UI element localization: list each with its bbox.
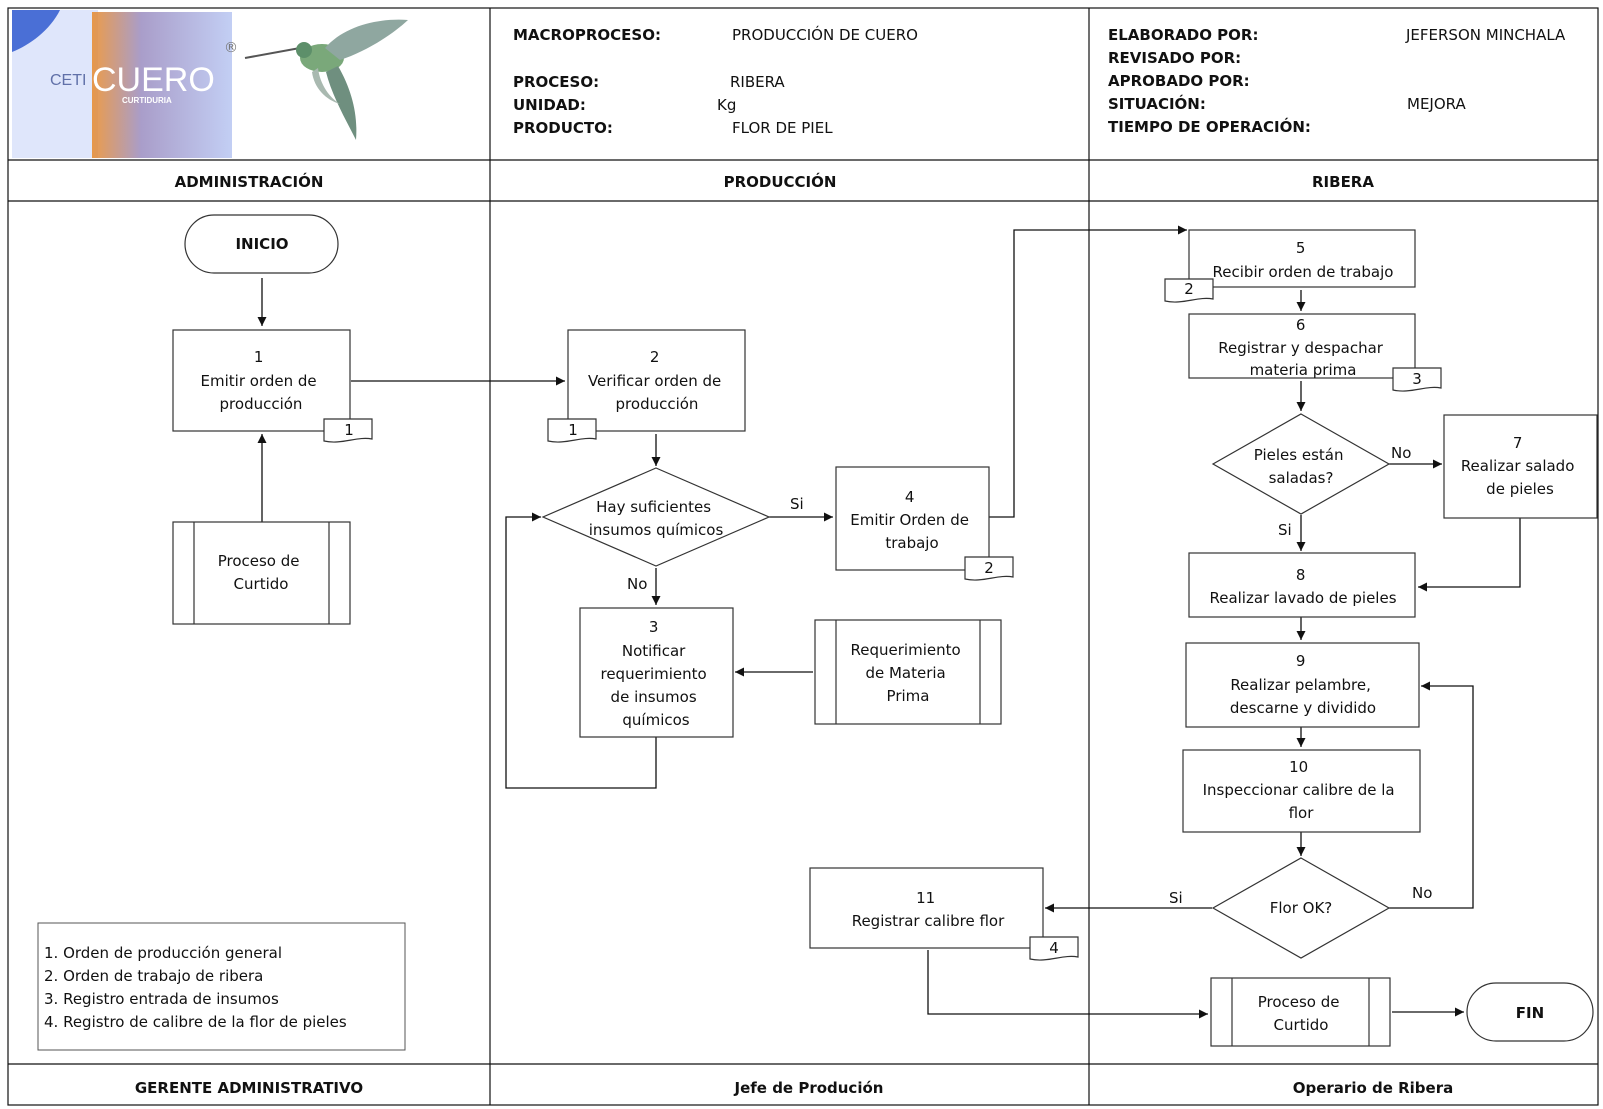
situacion-label: SITUACIÓN:	[1108, 94, 1206, 113]
start-terminator: INICIO	[184, 214, 339, 274]
d1-no-label: No	[627, 575, 647, 593]
document-icon: 1	[323, 418, 373, 443]
end-terminator: FIN	[1466, 982, 1594, 1042]
macroproceso-value: PRODUCCIÓN DE CUERO	[732, 25, 918, 44]
macroproceso-label: MACROPROCESO:	[513, 26, 661, 44]
legend-item-2: 2. Orden de trabajo de ribera	[44, 967, 263, 985]
header-info-right: ELABORADO POR: JEFERSON MINCHALA REVISAD…	[1108, 26, 1566, 136]
curtido-2-text: Proceso de Curtido	[1258, 993, 1345, 1034]
document-icon: 4	[1029, 936, 1079, 961]
d3-no-label: No	[1412, 884, 1432, 902]
d3-yes-label: Si	[1169, 889, 1183, 907]
revisado-label: REVISADO POR:	[1108, 49, 1241, 67]
step-6-text: 6 Registrar y despachar materia prima	[1218, 316, 1387, 379]
curtido-1-text: Proceso de Curtido	[218, 552, 305, 593]
svg-text:2: 2	[984, 559, 994, 577]
step-4-emitir-orden-trabajo: 4 Emitir Orden de trabajo 2	[835, 466, 1014, 581]
situacion-value: MEJORA	[1407, 95, 1466, 113]
role-admin: GERENTE ADMINISTRATIVO	[135, 1079, 363, 1097]
step-9-pelambre-descarne: 9 Realizar pelambre, descarne y dividido	[1185, 642, 1420, 728]
step-10-text: 10 Inspeccionar calibre de la flor	[1203, 758, 1400, 822]
logo-prefix: CETI	[50, 72, 86, 89]
tiempo-label: TIEMPO DE OPERACIÓN:	[1108, 117, 1311, 136]
step-1-emitir-orden-produccion: 1 Emitir orden de producción 1	[172, 329, 373, 443]
step-8-text: 8 Realizar lavado de pieles	[1209, 566, 1396, 607]
hummingbird-icon	[244, 19, 408, 140]
unidad-label: UNIDAD:	[513, 96, 586, 114]
legend-item-3: 3. Registro entrada de insumos	[44, 990, 279, 1008]
step-9-text: 9 Realizar pelambre, descarne y dividido	[1230, 652, 1376, 717]
predefined-process-curtido-2: Proceso de Curtido	[1210, 977, 1391, 1047]
decision-flor-ok: Flor OK?	[1211, 857, 1391, 959]
svg-text:1: 1	[568, 421, 578, 439]
decision-2-text: Pieles están saladas?	[1254, 446, 1349, 487]
table-frame	[7, 7, 1599, 1106]
svg-text:4: 4	[1049, 939, 1059, 957]
decision-pieles-saladas: Pieles están saladas?	[1211, 413, 1391, 515]
d2-no-label: No	[1391, 444, 1411, 462]
step-5-recibir-orden: 5 Recibir orden de trabajo 2	[1164, 229, 1416, 303]
svg-text:3: 3	[1412, 370, 1422, 388]
producto-label: PRODUCTO:	[513, 119, 613, 137]
step-3-text: 3 Notificar requerimiento de insumos quí…	[600, 618, 711, 729]
d2-yes-label: Si	[1278, 521, 1292, 539]
req-mp-text: Requerimiento de Materia Prima	[851, 641, 966, 705]
step-7-text: 7 Realizar salado de pieles	[1461, 434, 1579, 498]
role-produccion: Jefe de Produción	[734, 1079, 884, 1097]
start-label: INICIO	[235, 235, 288, 253]
step-11-text: 11 Registrar calibre flor	[852, 889, 1005, 930]
header-info-middle: MACROPROCESO: PRODUCCIÓN DE CUERO PROCES…	[513, 25, 918, 137]
registered-mark: ®	[224, 40, 238, 56]
document-legend: 1. Orden de producción general 2. Orden …	[37, 922, 406, 1051]
document-icon: 1	[547, 418, 597, 443]
step-4-text: 4 Emitir Orden de trabajo	[850, 488, 974, 552]
step-10-inspeccionar-calibre: 10 Inspeccionar calibre de la flor	[1182, 749, 1421, 833]
predefined-process-curtido-1: Proceso de Curtido	[172, 521, 351, 625]
document-icon: 2	[1164, 278, 1214, 303]
decision-1-text: Hay suficientes insumos químicos	[589, 498, 724, 539]
step-7-realizar-salado: 7 Realizar salado de pieles	[1443, 414, 1598, 519]
ceticuero-logo: CETI CUERO CURTIDURIA ®	[12, 10, 408, 158]
end-label: FIN	[1516, 1004, 1544, 1022]
legend-item-4: 4. Registro de calibre de la flor de pie…	[44, 1013, 347, 1031]
step-8-realizar-lavado: 8 Realizar lavado de pieles	[1188, 552, 1416, 618]
proceso-label: PROCESO:	[513, 73, 599, 91]
step-6-registrar-despachar: 6 Registrar y despachar materia prima 3	[1188, 313, 1442, 392]
step-1-text: 1 Emitir orden de producción	[201, 348, 322, 413]
connectors	[257, 225, 1521, 1019]
step-3-notificar-requerimiento: 3 Notificar requerimiento de insumos quí…	[579, 607, 734, 738]
legend-item-1: 1. Orden de producción general	[44, 944, 282, 962]
producto-value: FLOR DE PIEL	[732, 119, 833, 137]
logo-sub: CURTIDURIA	[122, 96, 172, 105]
document-icon: 2	[964, 556, 1014, 581]
logo-name: CUERO	[92, 61, 215, 99]
step-11-registrar-calibre: 11 Registrar calibre flor 4	[809, 867, 1079, 961]
step-2-verificar-orden: 2 Verificar orden de producción 1	[547, 329, 746, 443]
decision-3-text: Flor OK?	[1270, 899, 1333, 917]
lane-header-ribera: RIBERA	[1312, 173, 1374, 191]
role-ribera: Operario de Ribera	[1293, 1079, 1454, 1097]
decision-insumos-quimicos: Hay suficientes insumos químicos	[541, 467, 771, 567]
step-5-text: 5 Recibir orden de trabajo	[1213, 239, 1394, 281]
proceso-value: RIBERA	[730, 73, 785, 91]
elaborado-value: JEFERSON MINCHALA	[1405, 26, 1566, 44]
elaborado-label: ELABORADO POR:	[1108, 26, 1258, 44]
predefined-process-requerimiento-mp: Requerimiento de Materia Prima	[814, 619, 1002, 725]
lane-header-produccion: PRODUCCIÓN	[724, 172, 837, 191]
document-icon: 3	[1392, 367, 1442, 392]
d1-yes-label: Si	[790, 495, 804, 513]
unidad-value: Kg	[717, 96, 736, 114]
step-2-text: 2 Verificar orden de producción	[588, 348, 726, 413]
lane-header-admin: ADMINISTRACIÓN	[175, 172, 324, 191]
aprobado-label: APROBADO POR:	[1108, 72, 1250, 90]
svg-text:2: 2	[1184, 280, 1194, 298]
svg-text:1: 1	[344, 421, 354, 439]
